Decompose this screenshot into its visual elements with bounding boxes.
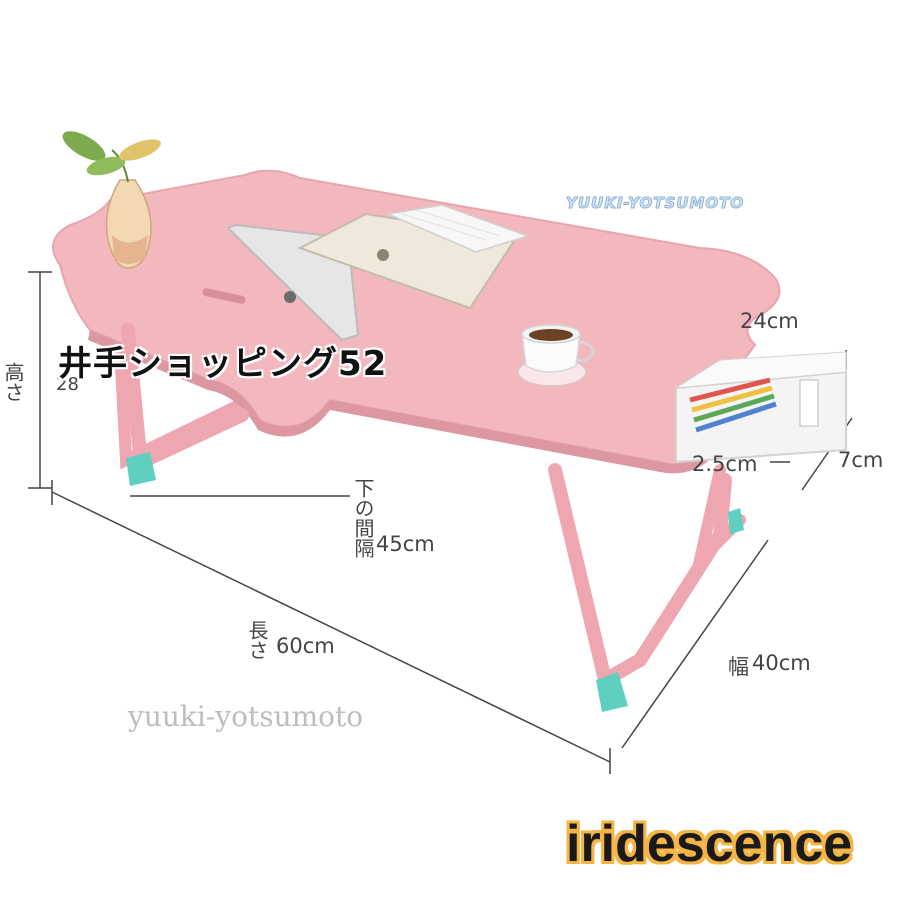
- under-clearance-label: 下の間隔: [351, 478, 375, 558]
- height-label: 高さ: [1, 362, 25, 402]
- front-legs: [121, 323, 732, 687]
- leg-feet: [126, 452, 744, 712]
- coffee-cup: [517, 324, 595, 387]
- width-label: 幅: [728, 655, 749, 679]
- vase-plant: [62, 131, 161, 269]
- drawer: [675, 351, 847, 464]
- brand-logo: iridescence: [566, 815, 853, 873]
- drawer-depth-value: 24cm: [740, 309, 799, 333]
- drawer-front-value: 2.5cm: [692, 452, 758, 476]
- height-value: 28: [56, 374, 79, 395]
- drawer-height-value: 7cm: [838, 448, 884, 472]
- width-value: 40cm: [752, 651, 811, 675]
- length-value: 60cm: [276, 634, 335, 658]
- length-label: 長さ: [245, 620, 269, 660]
- keyboard: [385, 204, 531, 253]
- under-clearance-value: 45cm: [376, 532, 435, 556]
- watermark-top: YUUKI-YOTSUMOTO: [565, 194, 745, 213]
- watermark-bottom: yuuki-yotsumoto: [128, 700, 364, 733]
- shop-name: 井手ショッピング52: [58, 344, 388, 384]
